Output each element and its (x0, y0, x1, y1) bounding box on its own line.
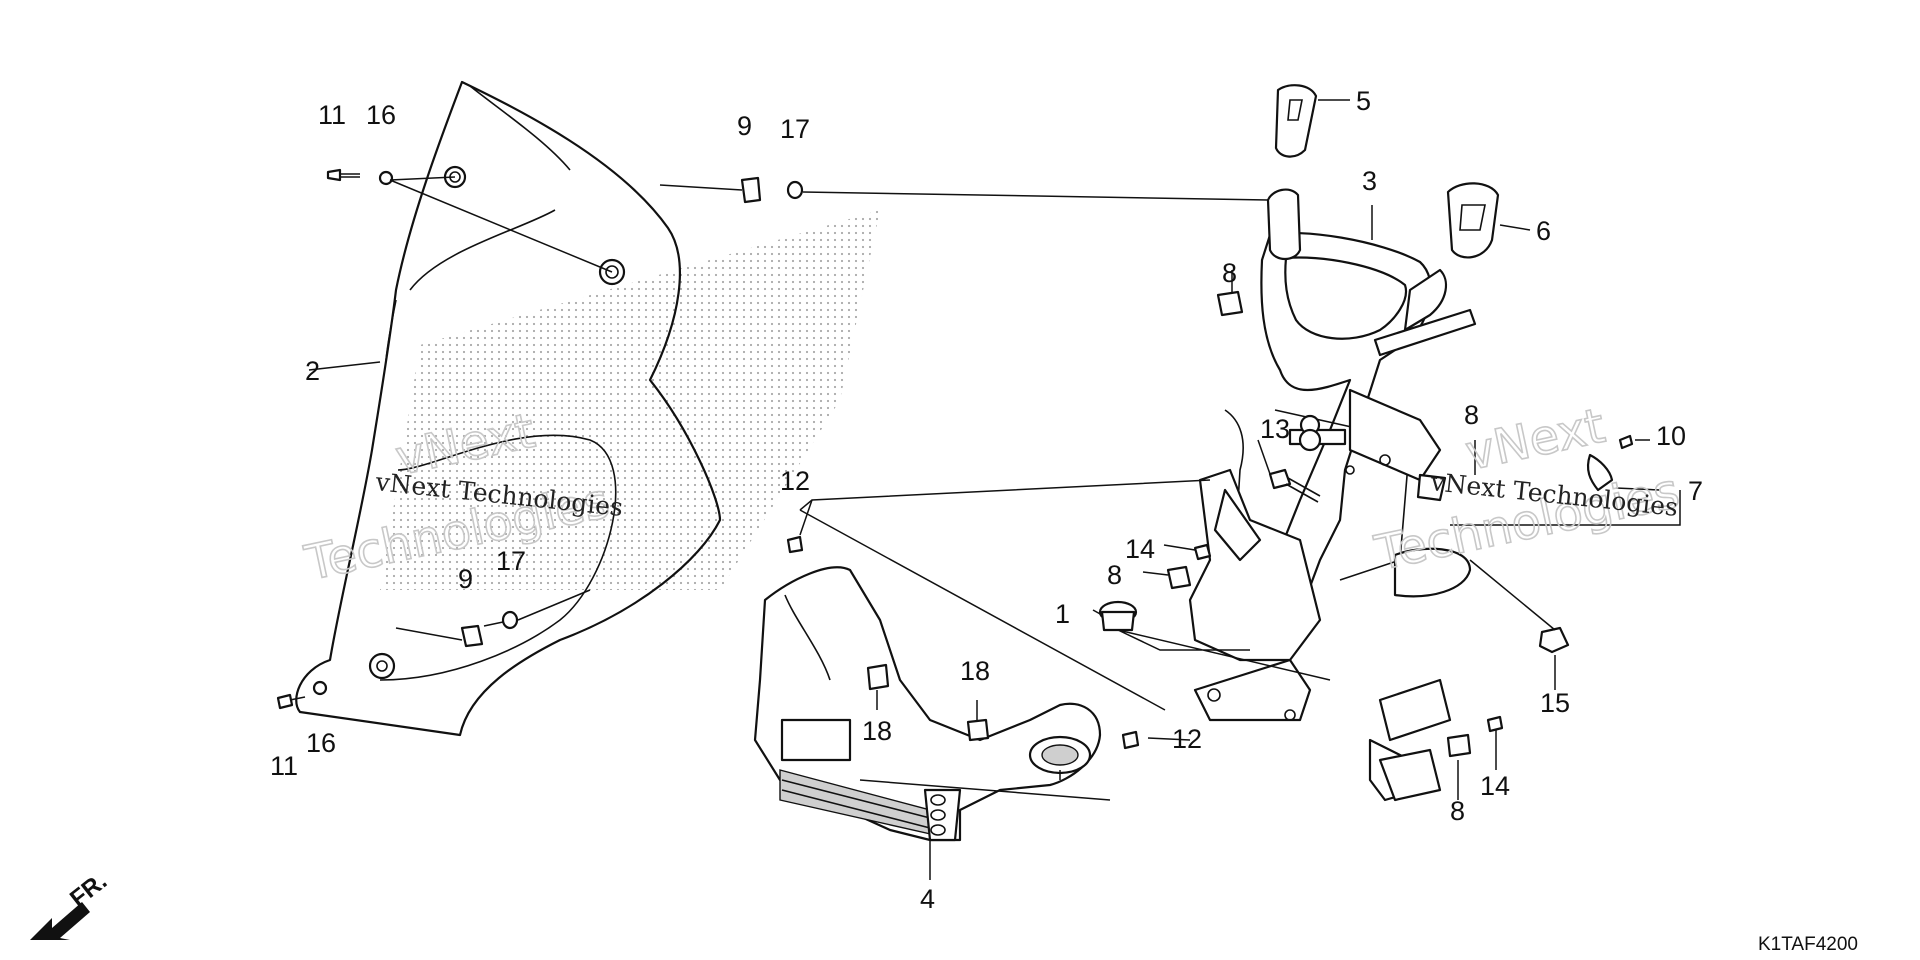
callout-18-left: 18 (862, 716, 892, 746)
callout-10: 10 (1656, 421, 1686, 451)
callout-6: 6 (1536, 216, 1551, 246)
callout-9-lower: 9 (458, 564, 473, 594)
leader-lines (308, 99, 1681, 880)
callout-14-mid: 14 (1125, 534, 1155, 564)
front-label: FR. (65, 868, 112, 913)
callout-8-bottom: 8 (1450, 796, 1465, 826)
callout-8-mid: 8 (1107, 560, 1122, 590)
callout-11-top: 11 (318, 100, 346, 130)
front-arrow-icon (30, 902, 90, 940)
hardware-parts (276, 84, 1634, 758)
windscreen (295, 80, 722, 737)
callout-14-bottom: 14 (1480, 771, 1510, 801)
callout-8-top: 8 (1222, 258, 1237, 288)
front-indicator: FR. (30, 868, 112, 940)
callout-5: 5 (1356, 86, 1371, 116)
meter-stay-frame (1224, 188, 1477, 632)
callout-16-bottom: 16 (306, 728, 336, 758)
callout-8-right: 8 (1464, 400, 1479, 430)
callout-16-top: 16 (366, 100, 396, 130)
callout-3: 3 (1362, 166, 1377, 196)
callout-2: 2 (305, 356, 320, 386)
callout-18-right: 18 (960, 656, 990, 686)
lower-bracket (1188, 468, 1452, 802)
callout-13: 13 (1260, 414, 1290, 444)
callout-7: 7 (1688, 476, 1703, 506)
callout-17-lower: 17 (496, 546, 526, 576)
diagram-code: K1TAF4200 (1758, 934, 1858, 955)
callout-12-top: 12 (780, 466, 810, 496)
callout-12-bottom: 12 (1172, 724, 1202, 754)
callouts: 1 2 3 4 5 6 7 8 8 8 8 9 9 10 11 11 12 12… (270, 86, 1703, 914)
callout-4: 4 (920, 884, 935, 914)
callout-9-top: 9 (737, 111, 752, 141)
callout-11-bottom: 11 (270, 751, 298, 781)
callout-17-top: 17 (780, 114, 810, 144)
callout-15: 15 (1540, 688, 1570, 718)
inner-cover (753, 566, 1102, 842)
windscreen-shading (380, 210, 880, 590)
callout-1: 1 (1055, 599, 1070, 629)
